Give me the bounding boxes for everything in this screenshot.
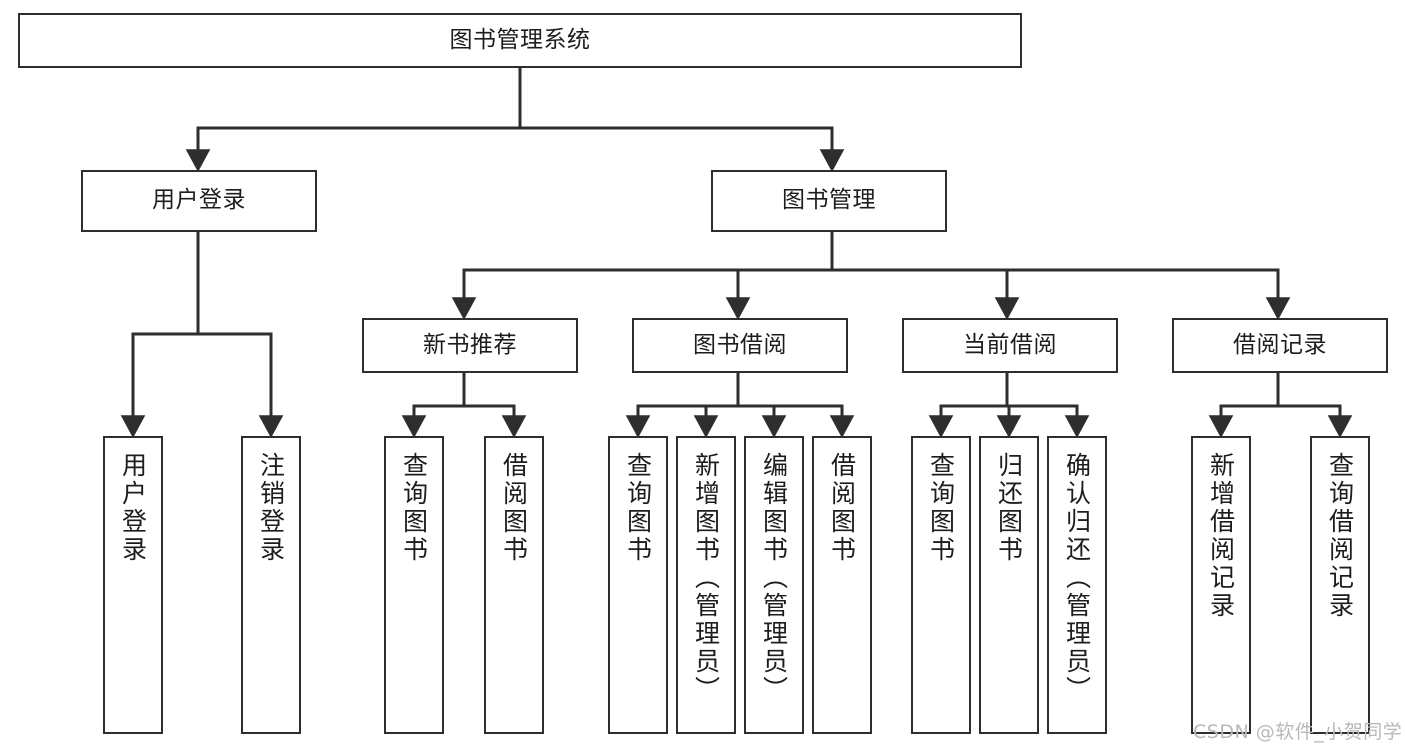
node-user-login-label: 用户登录 [152, 187, 246, 214]
node-borrow-record-label: 借阅记录 [1233, 331, 1327, 358]
node-current-borrow[interactable]: 当前借阅 [902, 318, 1118, 373]
node-leaf-confirm-return-label: 确认归还（管理员） [1062, 452, 1092, 704]
node-leaf-user-login-label: 用户登录 [118, 452, 148, 564]
node-book-borrow[interactable]: 图书借阅 [632, 318, 848, 373]
node-leaf-query-book-1[interactable]: 查询图书 [384, 436, 444, 734]
node-leaf-query-book-1-label: 查询图书 [399, 452, 429, 564]
node-book-borrow-label: 图书借阅 [693, 331, 787, 358]
csdn-watermark: CSDN @软件_小贺同学 [1193, 721, 1403, 743]
node-user-login[interactable]: 用户登录 [81, 170, 317, 232]
node-leaf-query-record[interactable]: 查询借阅记录 [1310, 436, 1370, 734]
node-book-management-label: 图书管理 [782, 187, 876, 214]
node-current-borrow-label: 当前借阅 [963, 331, 1057, 358]
node-leaf-edit-book-label: 编辑图书（管理员） [759, 452, 789, 704]
node-leaf-add-book-label: 新增图书（管理员） [691, 452, 721, 704]
node-leaf-confirm-return[interactable]: 确认归还（管理员） [1047, 436, 1107, 734]
node-leaf-add-record-label: 新增借阅记录 [1206, 452, 1236, 620]
node-leaf-user-logout-label: 注销登录 [256, 452, 286, 564]
node-root[interactable]: 图书管理系统 [18, 13, 1022, 68]
node-leaf-user-logout[interactable]: 注销登录 [241, 436, 301, 734]
node-new-book-recommend[interactable]: 新书推荐 [362, 318, 578, 373]
node-leaf-query-book-3-label: 查询图书 [926, 452, 956, 564]
node-leaf-query-book-2[interactable]: 查询图书 [608, 436, 668, 734]
node-book-management[interactable]: 图书管理 [711, 170, 947, 232]
node-new-book-recommend-label: 新书推荐 [423, 331, 517, 358]
node-leaf-add-book[interactable]: 新增图书（管理员） [676, 436, 736, 734]
node-borrow-record[interactable]: 借阅记录 [1172, 318, 1388, 373]
node-leaf-return-book[interactable]: 归还图书 [979, 436, 1039, 734]
node-root-label: 图书管理系统 [449, 26, 591, 53]
node-leaf-borrow-book-2[interactable]: 借阅图书 [812, 436, 872, 734]
node-leaf-user-login[interactable]: 用户登录 [103, 436, 163, 734]
node-leaf-borrow-book-2-label: 借阅图书 [827, 452, 857, 564]
node-leaf-query-book-3[interactable]: 查询图书 [911, 436, 971, 734]
node-leaf-add-record[interactable]: 新增借阅记录 [1191, 436, 1251, 734]
node-leaf-query-record-label: 查询借阅记录 [1325, 452, 1355, 620]
node-leaf-return-book-label: 归还图书 [994, 452, 1024, 564]
node-leaf-borrow-book-1[interactable]: 借阅图书 [484, 436, 544, 734]
node-leaf-query-book-2-label: 查询图书 [623, 452, 653, 564]
node-leaf-edit-book[interactable]: 编辑图书（管理员） [744, 436, 804, 734]
node-leaf-borrow-book-1-label: 借阅图书 [499, 452, 529, 564]
